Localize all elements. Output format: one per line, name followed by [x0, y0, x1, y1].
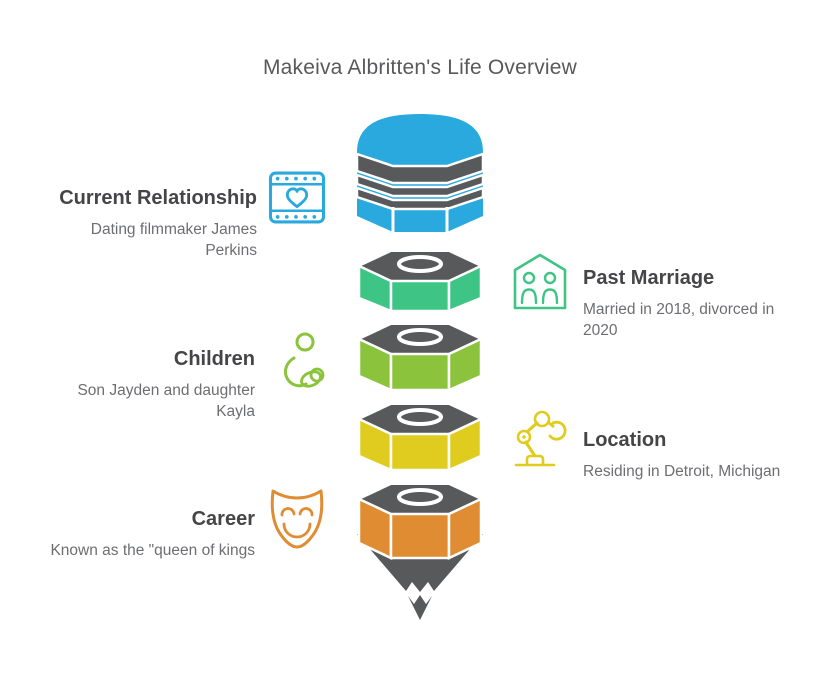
nut-ring [397, 408, 443, 426]
funnel-segment-green [357, 250, 483, 313]
nut-front-face [389, 512, 451, 560]
section-location: Location Residing in Detroit, Michigan [583, 428, 823, 482]
theater-mask-icon [270, 489, 324, 549]
nut-ring [397, 255, 443, 273]
funnel-segment-yellow [357, 403, 483, 472]
nut-right-face [447, 417, 483, 472]
funnel-top-band [355, 152, 485, 185]
nut-right-face [447, 337, 483, 392]
section-heading: Current Relationship [59, 187, 257, 209]
section-description: Married in 2018, divorced in 2020 [583, 301, 775, 339]
page-title: Makeiva Albritten's Life Overview [262, 56, 578, 79]
funnel-segment-orange [357, 483, 483, 560]
nut-right-face [447, 264, 483, 313]
nut-right-face [447, 497, 483, 560]
funnel-top-segment [355, 114, 485, 233]
section-description: Son Jayden and daughter Kayla [77, 382, 255, 420]
section-description: Residing in Detroit, Michigan [583, 463, 781, 480]
funnel-top-face-divider [391, 207, 449, 233]
spout-tip [408, 595, 432, 620]
family-home-icon [513, 253, 567, 310]
section-heading: Children [173, 348, 255, 370]
nut-front-face [389, 432, 451, 472]
film-heart-icon [268, 171, 326, 224]
parent-child-icon [283, 332, 325, 388]
section-heading: Career [191, 508, 255, 530]
robot-arm-icon [514, 410, 567, 467]
section-current-relationship: Current Relationship Dating filmmaker Ja… [17, 186, 257, 261]
nut-front-face [389, 279, 451, 313]
funnel-top-band [355, 186, 485, 211]
section-career: Career Known as the "queen of kings [5, 507, 255, 561]
section-heading: Location [583, 429, 667, 451]
funnel-segment-lime [357, 323, 483, 392]
nut-ring [397, 328, 443, 346]
section-description: Known as the "queen of kings [50, 542, 255, 559]
section-children: Children Son Jayden and daughter Kayla [15, 347, 255, 422]
funnel-top-band [355, 173, 485, 198]
section-past-marriage: Past Marriage Married in 2018, divorced … [583, 266, 803, 341]
nut-front-face [389, 352, 451, 392]
section-heading: Past Marriage [583, 267, 715, 289]
section-description: Dating filmmaker James Perkins [90, 221, 257, 259]
nut-ring [397, 488, 443, 506]
